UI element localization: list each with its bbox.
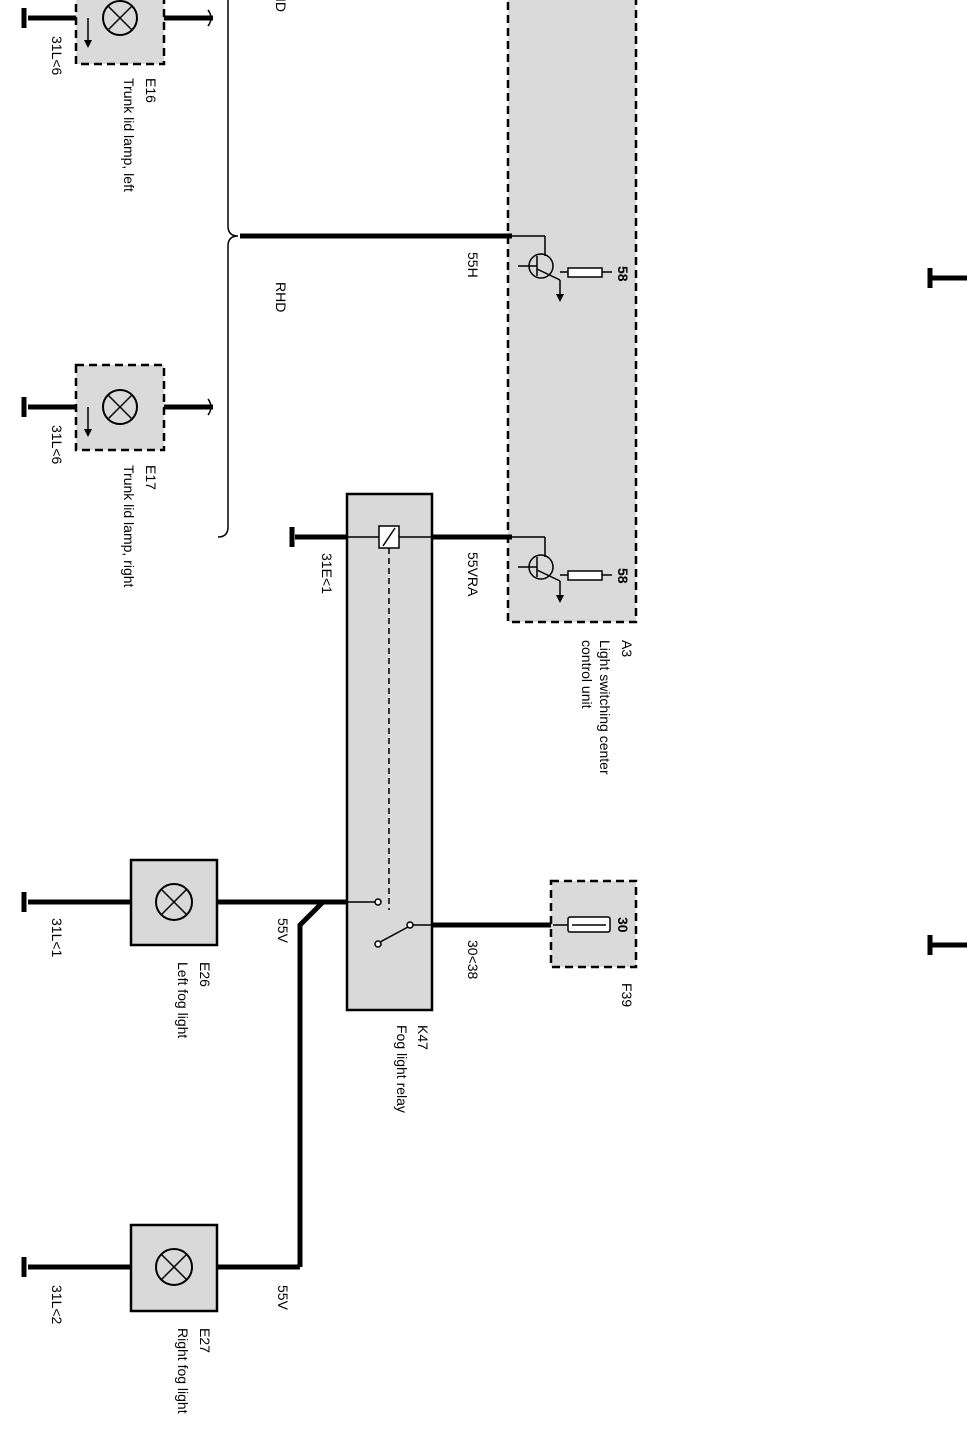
f39-fuse [549, 879, 638, 969]
a3-name-line2: control unit [579, 640, 595, 709]
e17-name-label: Trunk lid lamp, right [121, 465, 137, 588]
a3-output-55h [512, 235, 612, 302]
a3-pin-58-top: 58 [615, 266, 631, 282]
e27-fog-light [129, 1223, 219, 1313]
e17-ground-label: 31L<6 [49, 425, 65, 465]
e17-id-label: E17 [143, 465, 159, 490]
e26-ground-label: 31L<1 [49, 918, 65, 958]
e16-ground-label: 31L<6 [49, 36, 65, 76]
e17-lamp [74, 363, 166, 452]
e26-wire-label: 55V [275, 918, 291, 944]
a3-id-label: A3 [619, 640, 635, 657]
e27-ground-label: 31L<2 [49, 1285, 65, 1325]
k47-relay [345, 492, 434, 1012]
f39-pin-label: 30 [615, 917, 631, 933]
k47-id-label: K47 [415, 1025, 431, 1050]
a3-control-unit-box [506, 0, 638, 624]
e16-name-label: Trunk lid lamp, left [121, 78, 137, 192]
wire-30-38-label: 30<38 [465, 940, 481, 980]
a3-pin-58-bottom: 58 [615, 568, 631, 584]
e26-fog-light [129, 858, 219, 947]
a3-name-line1: Light switching center [597, 640, 613, 775]
e27-name-label: Right fog light [175, 1328, 191, 1414]
k47-ground-label: 31E<1 [319, 553, 335, 594]
k47-name-label: Fog light relay [394, 1025, 410, 1113]
ground-terminals [21, 8, 933, 1277]
wires [28, 15, 967, 1270]
labels: 31L<6 E16 Trunk lid lamp, left 31L<6 E17… [49, 0, 635, 1414]
e26-name-label: Left fog light [175, 962, 191, 1038]
rhd-label: RHD [273, 282, 289, 312]
wire-55vra-label: 55VRA [465, 552, 481, 597]
f39-id-label: F39 [619, 983, 635, 1007]
e27-id-label: E27 [197, 1328, 213, 1353]
lhd-partial-label: ID [273, 0, 289, 12]
a3-output-55vra [512, 536, 612, 603]
e27-wire-label: 55V [275, 1285, 291, 1311]
e16-lamp [74, 0, 166, 66]
e16-id-label: E16 [143, 78, 159, 103]
e26-id-label: E26 [197, 962, 213, 987]
rhd-bracket [217, 0, 239, 538]
wire-55h-label: 55H [465, 252, 481, 278]
